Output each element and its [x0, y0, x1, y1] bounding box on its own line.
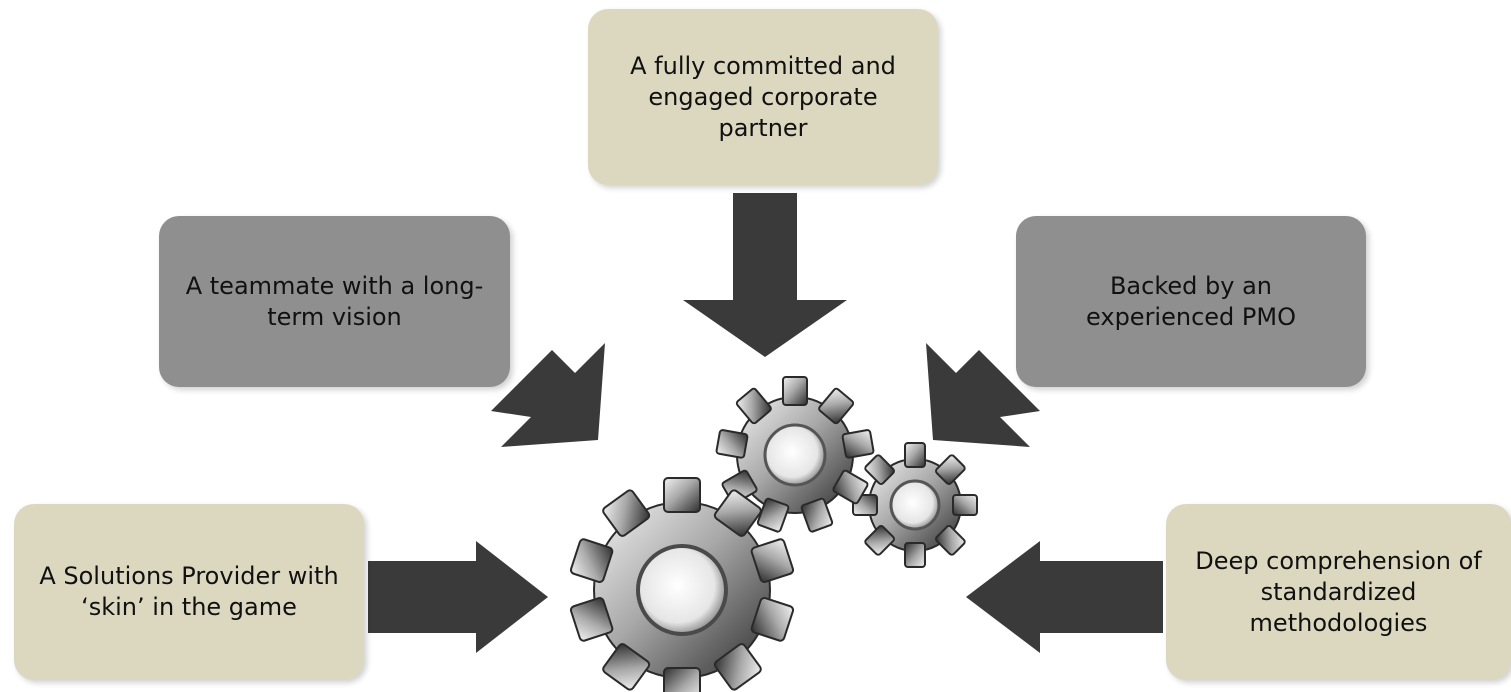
node-line: A Solutions Provider with [39, 562, 339, 590]
node-line: standardized [1260, 577, 1417, 606]
node-pmo: Backed by an experienced PMO [1016, 216, 1366, 387]
node-line: partner [718, 113, 808, 142]
node-teammate: A teammate with a long- term vision [159, 216, 510, 387]
node-text: A Solutions Provider with ‘skin’ in the … [39, 561, 338, 623]
node-text: A fully committed and engaged corporate … [630, 51, 896, 144]
node-solutions-provider: A Solutions Provider with ‘skin’ in the … [14, 504, 364, 680]
arrow-left [966, 541, 1163, 653]
node-methodologies: Deep comprehension of standardized metho… [1166, 504, 1511, 680]
node-line: experienced PMO [1086, 302, 1296, 331]
gears-icon [569, 376, 978, 692]
node-line: ‘skin’ in the game [81, 593, 297, 621]
node-corporate-partner: A fully committed and engaged corporate … [588, 9, 938, 185]
node-line: engaged corporate [648, 82, 878, 111]
arrow-right [368, 541, 548, 653]
node-line: A fully committed and [630, 51, 896, 80]
node-line: term vision [267, 302, 402, 331]
node-line: Deep comprehension of [1195, 546, 1482, 575]
node-text: Deep comprehension of standardized metho… [1195, 546, 1482, 639]
arrow-down-right [491, 343, 605, 447]
node-text: Backed by an experienced PMO [1086, 271, 1296, 333]
arrow-down [683, 193, 847, 357]
node-line: Backed by an [1109, 271, 1272, 300]
arrow-down-left [926, 343, 1040, 447]
node-line: methodologies [1249, 608, 1428, 637]
node-text: A teammate with a long- term vision [186, 271, 484, 333]
node-line: A teammate with a long- [185, 271, 484, 300]
